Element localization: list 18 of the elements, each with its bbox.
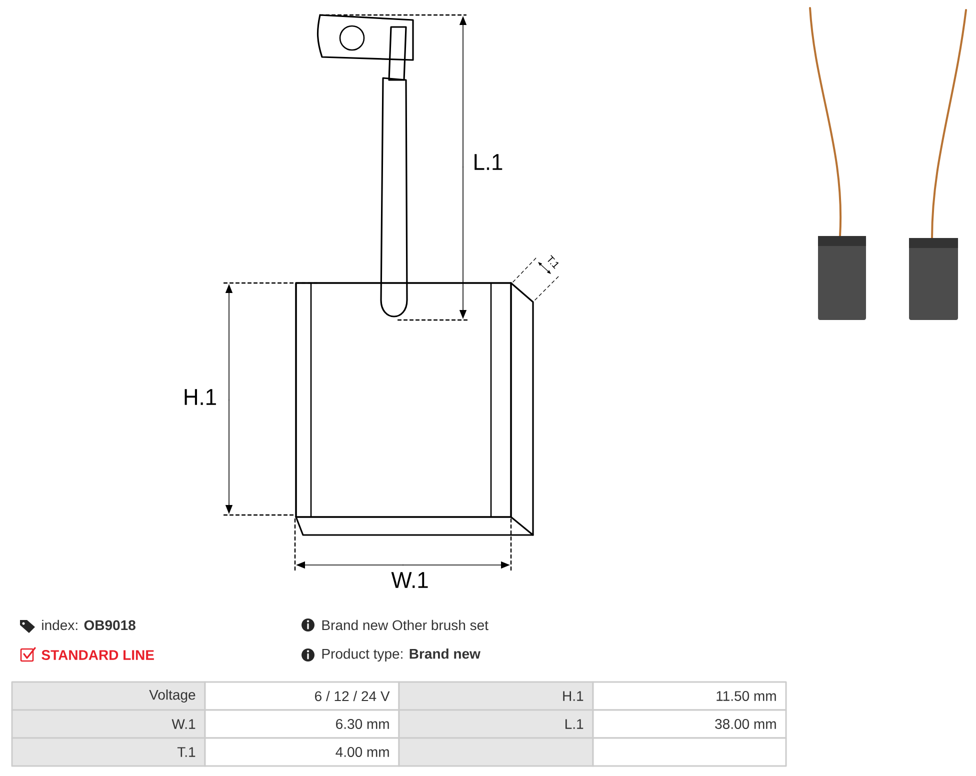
dimension-label: T.1 [548, 254, 559, 269]
table-cell: Voltage [11, 681, 206, 711]
product-line-text: STANDARD LINE [42, 650, 154, 660]
table-cell: 6 / 12 / 24 V [204, 681, 400, 711]
table-cell: 6.30 mm [204, 709, 400, 739]
table-cell: 4.00 mm [204, 737, 400, 767]
table-cell: W.1 [11, 709, 206, 739]
table-cell: H.1 [398, 681, 594, 711]
dimension-label: H.1 [184, 389, 216, 405]
table-cell: L.1 [398, 709, 594, 739]
product-type-text: Product type: Brand new [322, 648, 480, 662]
table-cell: T.1 [11, 737, 206, 767]
table-cell: 38.00 mm [592, 709, 787, 739]
product-description: Brand new Other brush set [322, 620, 488, 630]
table-cell: 11.50 mm [592, 681, 787, 711]
dimension-label: W.1 [391, 572, 428, 588]
dimension-label: L.1 [474, 154, 502, 170]
index-text: index: OB9018 [42, 620, 136, 630]
